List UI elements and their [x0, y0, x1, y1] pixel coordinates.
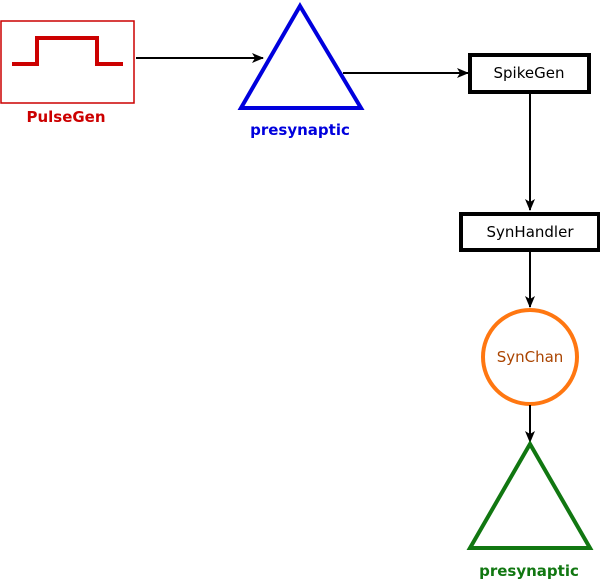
synchan-label: SynChan	[497, 348, 564, 366]
pulsegen-label: PulseGen	[26, 108, 105, 126]
pulse-waveform-icon	[12, 36, 123, 66]
synhandler-box	[459, 212, 600, 252]
pulsegen-node	[0, 20, 135, 104]
synhandler-label: SynHandler	[487, 223, 575, 241]
spikegen-label: SpikeGen	[494, 64, 565, 82]
spikegen-box	[468, 53, 591, 94]
presynaptic-top-triangle	[237, 2, 365, 110]
presynaptic-bottom-label: presynaptic	[479, 562, 579, 580]
synchan-circle	[481, 308, 579, 406]
presynaptic-bottom-triangle	[466, 439, 594, 550]
presynaptic-top-label: presynaptic	[250, 121, 350, 139]
